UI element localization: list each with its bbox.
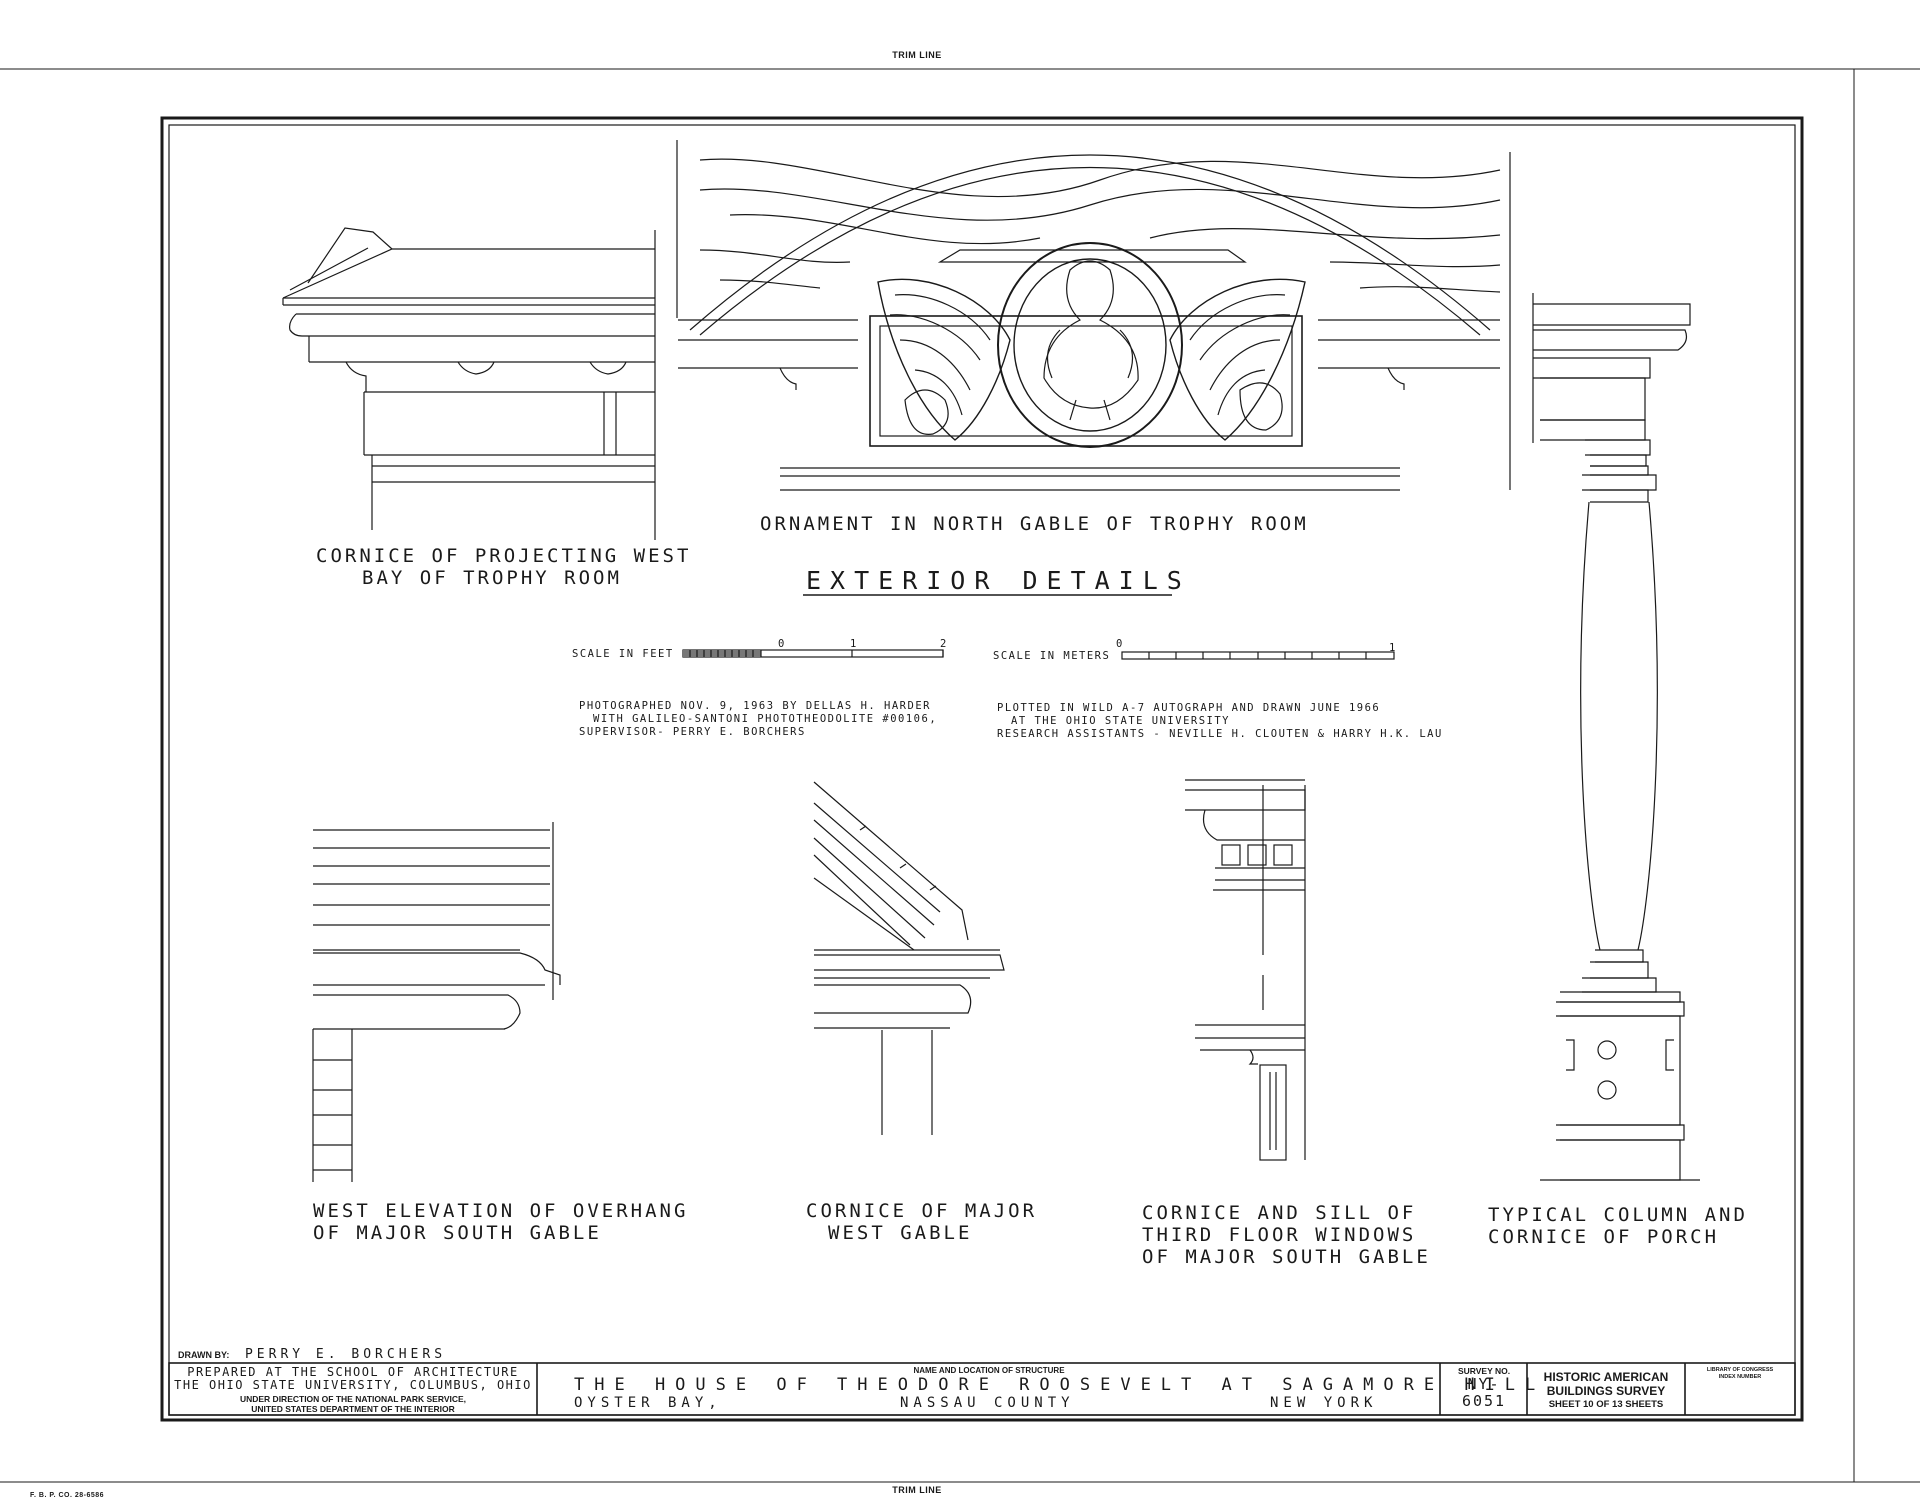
caption-cornice-west-bay: CORNICE OF PROJECTING WEST BAY OF TROPHY… bbox=[316, 545, 691, 589]
title-block-loc: LIBRARY OF CONGRESS INDEX NUMBER bbox=[1687, 1367, 1793, 1381]
location-state: NEW YORK bbox=[1270, 1395, 1378, 1411]
note-line: AT THE OHIO STATE UNIVERSITY bbox=[1011, 715, 1231, 727]
habs-line: BUILDINGS SURVEY bbox=[1546, 1384, 1666, 1398]
caption-line: CORNICE OF PORCH bbox=[1488, 1226, 1720, 1248]
drawn-by-name: PERRY E. BORCHERS bbox=[244, 1347, 447, 1362]
detail-typical-column bbox=[1532, 293, 1700, 1181]
drawn-by: DRAWN BY: PERRY E. BORCHERS bbox=[178, 1343, 446, 1362]
title-block-frame bbox=[168, 1362, 1796, 1416]
scale-feet-tick: 0 bbox=[778, 638, 786, 650]
drawn-by-label: DRAWN BY: bbox=[178, 1350, 230, 1360]
structure-label: NAME AND LOCATION OF STRUCTURE bbox=[913, 1366, 1065, 1375]
title-block-prepared: PREPARED AT THE SCHOOL OF ARCHITECTURE T… bbox=[172, 1365, 534, 1415]
caption-line: CORNICE AND SILL OF bbox=[1142, 1202, 1417, 1224]
plot-note: PLOTTED IN WILD A-7 AUTOGRAPH AND DRAWN … bbox=[997, 702, 1443, 741]
habs-line: HISTORIC AMERICAN bbox=[1543, 1370, 1669, 1384]
detail-cornice-major-west bbox=[813, 781, 1005, 1135]
caption-ornament: ORNAMENT IN NORTH GABLE OF TROPHY ROOM bbox=[760, 513, 1309, 535]
printer-code: F. B. P. CO. 28-6586 bbox=[30, 1492, 105, 1499]
caption-cornice-major-west: CORNICE OF MAJOR WEST GABLE bbox=[806, 1200, 1037, 1244]
caption-line: THIRD FLOOR WINDOWS bbox=[1142, 1224, 1417, 1246]
location-county: NASSAU COUNTY bbox=[900, 1395, 1075, 1411]
caption-line: WEST GABLE bbox=[828, 1222, 973, 1244]
caption-line: TYPICAL COLUMN AND bbox=[1488, 1204, 1748, 1226]
scale-feet-label: SCALE IN FEET bbox=[572, 648, 674, 660]
loc-line: LIBRARY OF CONGRESS bbox=[1706, 1367, 1774, 1373]
title-block-habs: HISTORIC AMERICAN BUILDINGS SURVEY SHEET… bbox=[1529, 1370, 1683, 1412]
caption-line: OF MAJOR SOUTH GABLE bbox=[313, 1222, 602, 1244]
scale-bar-meters bbox=[1121, 651, 1395, 660]
scale-meters-tick: 1 bbox=[1389, 642, 1397, 654]
caption-line: CORNICE OF PROJECTING WEST bbox=[316, 545, 692, 567]
survey-number-1: NY- bbox=[1467, 1375, 1501, 1393]
survey-number-2: 6051 bbox=[1461, 1392, 1507, 1410]
scale-feet-tick: 2 bbox=[940, 638, 948, 650]
detail-cornice-sill bbox=[1185, 779, 1306, 1161]
scale-meters-label: SCALE IN METERS bbox=[993, 650, 1111, 662]
caption-west-elevation: WEST ELEVATION OF OVERHANG OF MAJOR SOUT… bbox=[313, 1200, 688, 1244]
direction-line: UNITED STATES DEPARTMENT OF THE INTERIOR bbox=[251, 1404, 455, 1414]
detail-ornament-north-gable bbox=[676, 140, 1511, 491]
main-title: EXTERIOR DETAILS bbox=[806, 566, 1191, 595]
direction-line: UNDER DIRECTION OF THE NATIONAL PARK SER… bbox=[239, 1394, 467, 1404]
title-block-survey: SURVEY NO. NY- 6051 bbox=[1442, 1366, 1526, 1410]
note-line: RESEARCH ASSISTANTS - NEVILLE H. CLOUTEN… bbox=[997, 728, 1443, 740]
caption-line: CORNICE OF MAJOR bbox=[806, 1200, 1038, 1222]
caption-line: OF MAJOR SOUTH GABLE bbox=[1142, 1246, 1431, 1268]
scale-meters-tick: 0 bbox=[1116, 638, 1124, 650]
photo-note: PHOTOGRAPHED NOV. 9, 1963 BY DELLAS H. H… bbox=[579, 700, 937, 739]
scale-bar-feet bbox=[682, 649, 944, 658]
prepared-line: THE OHIO STATE UNIVERSITY, COLUMBUS, OHI… bbox=[174, 1378, 532, 1392]
trim-line-top: TRIM LINE bbox=[892, 50, 942, 60]
note-line: PHOTOGRAPHED NOV. 9, 1963 BY DELLAS H. H… bbox=[579, 700, 931, 712]
scale-feet-tick: 1 bbox=[850, 638, 858, 650]
detail-west-elevation-overhang bbox=[312, 822, 561, 1182]
caption-line: BAY OF TROPHY ROOM bbox=[362, 567, 622, 589]
detail-cornice-west-bay bbox=[282, 227, 656, 540]
location-city: OYSTER BAY, bbox=[574, 1395, 722, 1411]
caption-typical-column: TYPICAL COLUMN AND CORNICE OF PORCH bbox=[1488, 1204, 1748, 1248]
survey-label: SURVEY NO. bbox=[1457, 1366, 1511, 1376]
structure-location: OYSTER BAY, NASSAU COUNTY NEW YORK bbox=[540, 1395, 1438, 1411]
note-line: SUPERVISOR- PERRY E. BORCHERS bbox=[579, 726, 806, 738]
trim-line-bottom: TRIM LINE bbox=[892, 1485, 942, 1495]
loc-line: INDEX NUMBER bbox=[1718, 1374, 1762, 1380]
title-block-structure: NAME AND LOCATION OF STRUCTURE THE HOUSE… bbox=[540, 1366, 1546, 1411]
structure-name: THE HOUSE OF THEODORE ROOSEVELT AT SAGAM… bbox=[574, 1375, 1546, 1395]
prepared-line: PREPARED AT THE SCHOOL OF ARCHITECTURE bbox=[187, 1365, 519, 1379]
caption-cornice-sill: CORNICE AND SILL OF THIRD FLOOR WINDOWS … bbox=[1142, 1202, 1431, 1268]
note-line: PLOTTED IN WILD A-7 AUTOGRAPH AND DRAWN … bbox=[997, 702, 1381, 714]
caption-line: WEST ELEVATION OF OVERHANG bbox=[313, 1200, 689, 1222]
sheet-number: SHEET 10 OF 13 SHEETS bbox=[1548, 1399, 1664, 1410]
note-line: WITH GALILEO-SANTONI PHOTOTHEODOLITE #00… bbox=[593, 713, 938, 725]
